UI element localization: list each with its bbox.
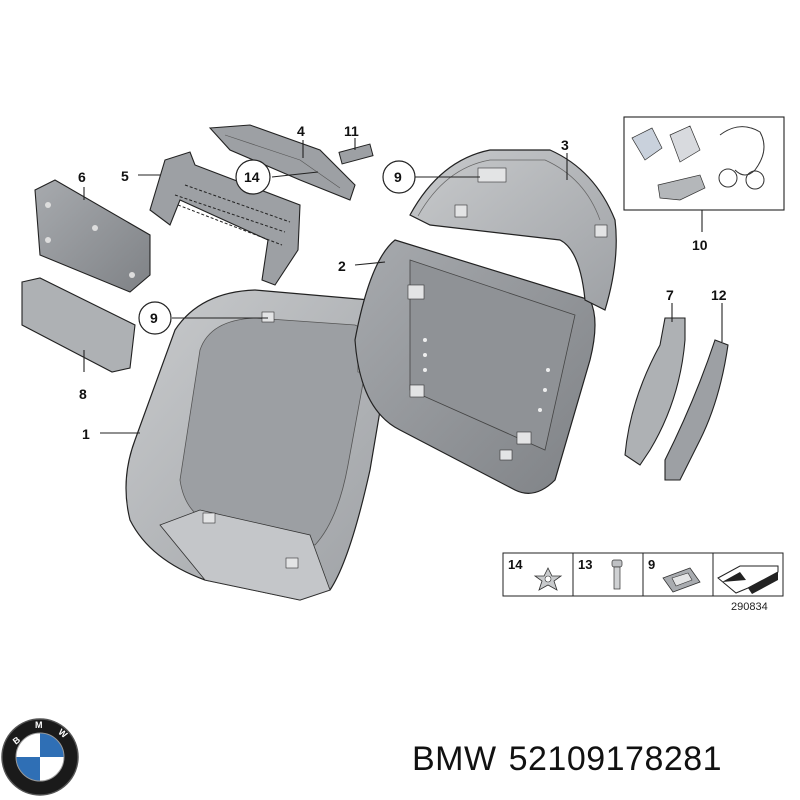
legend-item-13: 13 [578, 557, 592, 572]
part-10-detail-box [623, 116, 785, 211]
part-8-mat [21, 277, 136, 373]
callout-9-left: 9 [150, 310, 158, 326]
part-1-backrest-shell [125, 289, 393, 601]
callout-9-ring-left: 9 [138, 301, 172, 335]
part-5-frame [149, 151, 301, 286]
part-7-side-trim [624, 317, 686, 466]
svg-text:M: M [35, 720, 43, 730]
callout-14: 14 [244, 169, 260, 185]
part-11-clip [338, 143, 374, 165]
callout-5: 5 [121, 168, 129, 184]
callout-4: 4 [297, 123, 305, 139]
part-2-rear-panel [354, 239, 596, 494]
callout-3: 3 [561, 137, 569, 153]
callout-12: 12 [711, 287, 727, 303]
callout-9-right: 9 [394, 169, 402, 185]
callout-8: 8 [79, 386, 87, 402]
callout-11: 11 [344, 123, 359, 139]
fastener-legend: 14 13 9 290834 [502, 552, 784, 613]
part-4-trim-strip [208, 124, 356, 201]
callout-7: 7 [666, 287, 674, 303]
legend-item-9: 9 [648, 557, 655, 572]
pin-icon [611, 559, 623, 590]
callout-14-ring: 14 [235, 159, 271, 195]
legend-item-14: 14 [508, 557, 523, 572]
callout-2: 2 [338, 258, 346, 274]
part-3-top-cover [409, 149, 617, 311]
part-number: 52109178281 [508, 740, 723, 778]
part-6-panel [34, 179, 151, 293]
callout-1: 1 [82, 426, 90, 442]
part-12-side-trim [664, 339, 729, 481]
star-washer-icon [533, 567, 563, 591]
arrow-icon [717, 565, 779, 594]
callouts: 1 2 3 4 5 6 7 8 9 9 10 11 12 14 [78, 123, 727, 442]
callout-10: 10 [692, 237, 708, 253]
drawing-number: 290834 [731, 601, 768, 613]
clip-icon [662, 567, 701, 593]
bmw-logo-icon: B M W [1, 718, 79, 796]
brand-part-number-label: BMW 52109178281 [412, 740, 734, 779]
callout-9-ring-right: 9 [382, 160, 416, 194]
svg-text:B: B [11, 734, 23, 746]
callout-6: 6 [78, 169, 86, 185]
leader-lines [83, 138, 723, 434]
brand-name: BMW [412, 740, 497, 778]
